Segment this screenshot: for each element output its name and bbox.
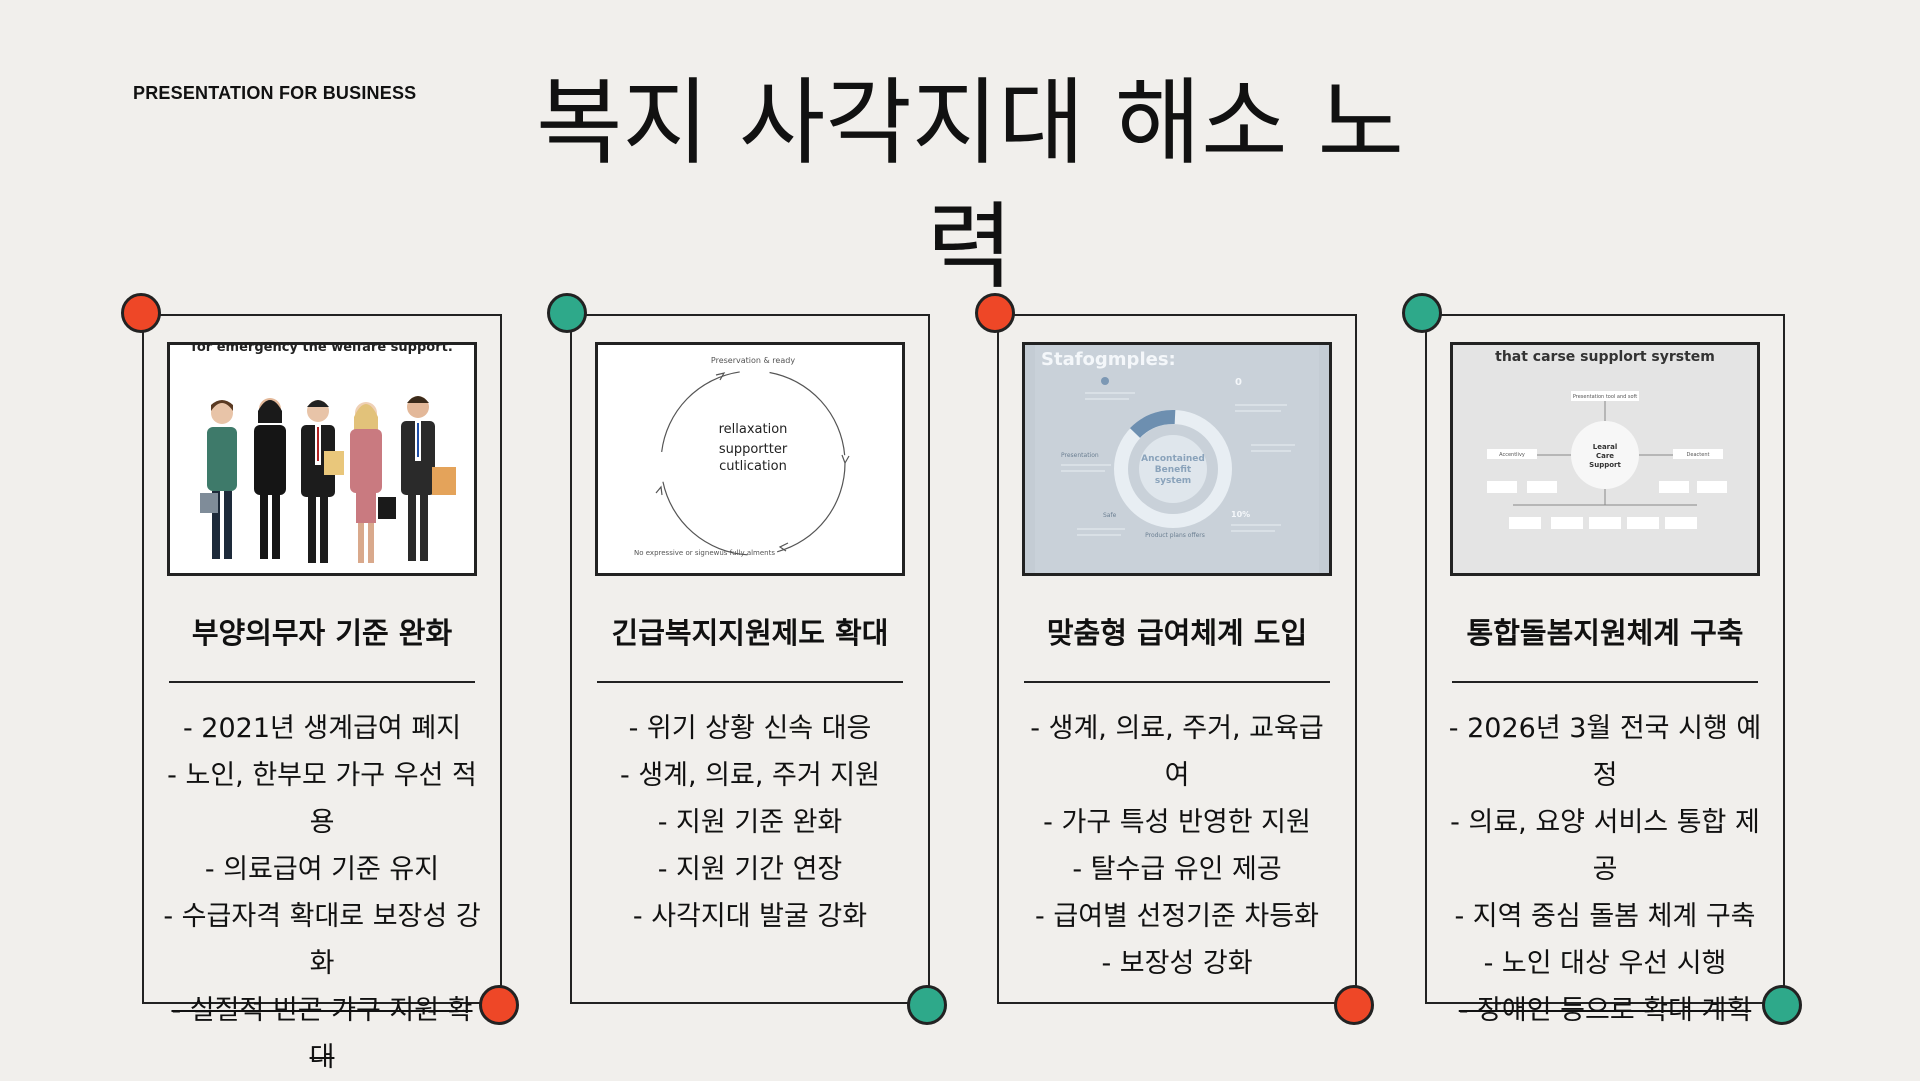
card-2-image-caption: Preservation & ready: [711, 356, 795, 365]
card-3-bullets: - 생계, 의료, 주거, 교육급여 - 가구 특성 반영한 지원 - 탈수급 …: [1018, 705, 1336, 987]
eyebrow-label: PRESENTATION FOR BUSINESS: [133, 83, 417, 103]
bullet: - 노인, 한부모 가구 우선 적용: [167, 760, 477, 838]
bullet: - 급여별 선정기준 차등화: [1035, 901, 1319, 932]
card-4-image-center-2: Care: [1596, 452, 1614, 460]
bullet: - 생계, 의료, 주거, 교육급여: [1030, 713, 1324, 791]
page-title: 복지 사각지대 해소 노력: [536, 69, 1404, 302]
bullet: - 사각지대 발굴 강화: [632, 901, 868, 932]
bullet: - 생계, 의료, 주거 지원: [620, 760, 880, 791]
bullet: - 노인 대상 우선 시행: [1483, 948, 1727, 979]
bullet: - 가구 특성 반영한 지원: [1043, 807, 1311, 838]
card-4-image-caption: that carse supplort syrstem: [1495, 349, 1715, 365]
card-1-bullets: - 2021년 생계급여 폐지 - 노인, 한부모 가구 우선 적용 - 의료급…: [163, 705, 481, 1081]
cycle-diagram: Preservation & ready rellaxation support…: [598, 345, 902, 573]
card-3-image-center-1: Ancontained: [1141, 454, 1205, 464]
card-3-divider: [1024, 681, 1330, 683]
card-1-image: for emergency the welfare support.: [167, 342, 477, 576]
card-3-image: Stafogmples: Ancontained Benefit system …: [1022, 342, 1332, 576]
card-emergency-welfare: [570, 314, 930, 1004]
card-2-bullets: - 위기 상황 신속 대응 - 생계, 의료, 주거 지원 - 지원 기준 완화…: [591, 705, 909, 940]
card-3-image-center-3: system: [1155, 476, 1191, 486]
card-1-image-caption: for emergency the welfare support.: [191, 345, 453, 355]
card-2-image-center-3: cutlication: [719, 459, 787, 474]
card-3-bottom-dot: [1334, 985, 1374, 1025]
card-2-bottom-dot: [907, 985, 947, 1025]
card-3-image-center-2: Benefit: [1155, 465, 1192, 475]
card-4-divider: [1452, 681, 1758, 683]
card-integrated-care: [1425, 314, 1785, 1004]
card-2-image-center-1: rellaxation: [719, 422, 788, 437]
card-4-bottom-dot: [1762, 985, 1802, 1025]
card-4-image-center-1: Learal: [1593, 443, 1618, 451]
card-3-image-label-2: 10%: [1231, 510, 1250, 519]
card-2-image: Preservation & ready rellaxation support…: [595, 342, 905, 576]
card-2-heading: 긴급복지지원제도 확대: [611, 616, 889, 650]
bullet: - 장애인 등으로 확대 계획: [1458, 995, 1752, 1026]
bullet: - 위기 상황 신속 대응: [628, 713, 872, 744]
bullet: - 수급자격 확대로 보장성 강화: [163, 901, 481, 979]
care-support-tree-diagram: that carse supplort syrstem Presentation…: [1453, 345, 1757, 573]
card-dependency-criteria: [142, 314, 502, 1004]
bullet: - 실질적 빈곤 가구 지원 확대: [171, 995, 473, 1073]
card-1-heading: 부양의무자 기준 완화: [191, 616, 453, 650]
card-1-divider: [169, 681, 475, 683]
bullet: - 탈수급 유인 제공: [1072, 854, 1282, 885]
bullet: - 지원 기준 완화: [657, 807, 843, 838]
card-3-image-caption: Stafogmples:: [1041, 349, 1176, 370]
card-1-bottom-dot: [479, 985, 519, 1025]
card-3-image-label-3: Product plans offers: [1145, 532, 1205, 539]
card-2-image-footer: No expressive or signewus fully alments: [634, 549, 775, 557]
card-4-top-dot: [1402, 293, 1442, 333]
bullet: - 지원 기간 연장: [657, 854, 843, 885]
card-2-image-center-2: supportter: [719, 442, 788, 457]
card-4-image-top-node: Presentation tool and soft: [1573, 394, 1637, 400]
bullet: - 보장성 강화: [1101, 948, 1253, 979]
card-3-image-label-4: Safe: [1103, 512, 1117, 519]
card-3-heading: 맞춤형 급여체계 도입: [1046, 616, 1308, 650]
bullet: - 2026년 3월 전국 시행 예정: [1448, 713, 1762, 791]
card-4-bullets: - 2026년 3월 전국 시행 예정 - 의료, 요양 서비스 통합 제공 -…: [1446, 705, 1764, 1034]
card-3-image-label-5: Presentation: [1061, 452, 1099, 459]
card-4-heading: 통합돌봄지원체계 구축: [1466, 616, 1744, 650]
card-1-top-dot: [121, 293, 161, 333]
bullet: - 의료급여 기준 유지: [204, 854, 440, 885]
bullet: - 2021년 생계급여 폐지: [182, 713, 462, 744]
person-figures: [200, 396, 456, 563]
card-4-image-center-3: Support: [1589, 461, 1621, 469]
card-custom-benefit: [997, 314, 1357, 1004]
card-2-divider: [597, 681, 903, 683]
card-3-top-dot: [975, 293, 1015, 333]
card-4-image-right-node: Deactent: [1687, 452, 1710, 458]
card-2-top-dot: [547, 293, 587, 333]
card-3-image-label-1: 0: [1235, 377, 1242, 388]
benefit-ring-diagram: Stafogmples: Ancontained Benefit system …: [1025, 345, 1329, 573]
card-4-image-left-node: Accentlivy: [1499, 452, 1525, 458]
bullet: - 지역 중심 돌봄 체계 구축: [1454, 901, 1756, 932]
card-4-image: that carse supplort syrstem Presentation…: [1450, 342, 1760, 576]
bullet: - 의료, 요양 서비스 통합 제공: [1450, 807, 1760, 885]
people-illustration: for emergency the welfare support.: [170, 345, 474, 573]
